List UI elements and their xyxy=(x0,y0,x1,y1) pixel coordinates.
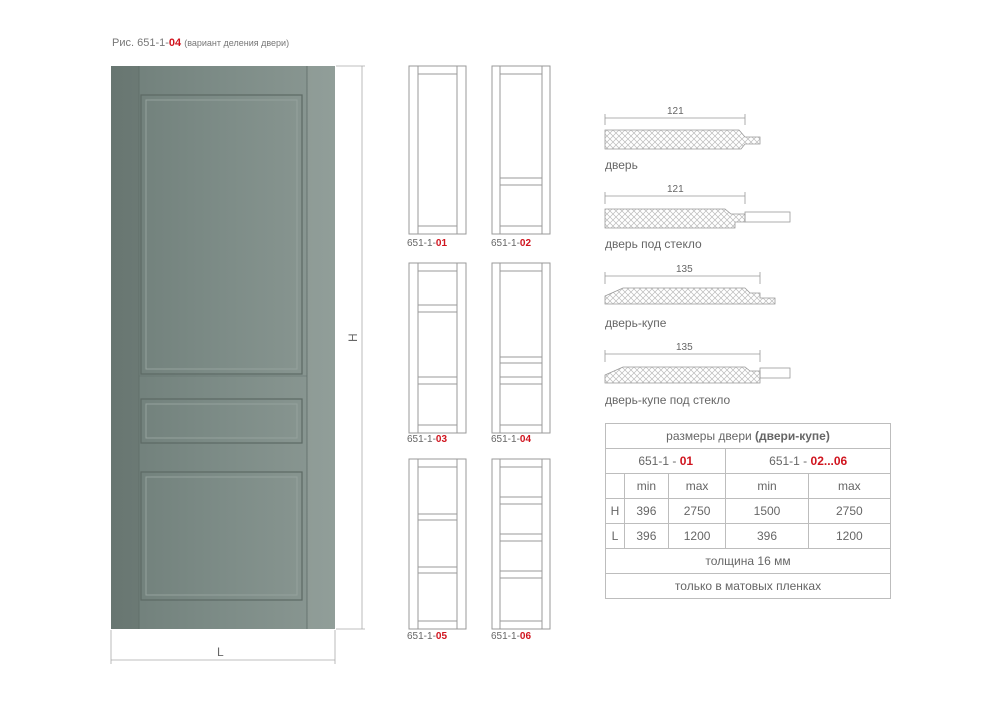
door-panel-top xyxy=(140,94,303,375)
dim-h-label: H xyxy=(346,333,360,342)
height-dimension xyxy=(336,65,365,630)
variant-label-01: 651-1-01 xyxy=(407,238,448,249)
profile-1-dim: 121 xyxy=(667,106,684,117)
table-group-1: 651-1 - 01 xyxy=(604,448,727,474)
table-group-2: 651-1 - 02...06 xyxy=(725,448,891,474)
variant-02-outline xyxy=(491,65,551,235)
table-cell: 396 xyxy=(624,523,669,549)
col-header: min xyxy=(725,473,809,499)
dim-l-label: L xyxy=(217,645,224,659)
profile-3-dim: 135 xyxy=(676,264,693,275)
variant-04-outline xyxy=(491,262,551,434)
table-note-row: только в матовых пленках xyxy=(605,573,891,599)
table-cell: 2750 xyxy=(667,498,727,524)
profile-3-label: дверь-купе xyxy=(605,316,667,330)
profile-2-label: дверь под стекло xyxy=(605,237,702,251)
caption-note: (вариант деления двери) xyxy=(184,38,290,48)
door-panel-middle xyxy=(140,398,303,444)
variant-label-03: 651-1-03 xyxy=(407,434,448,445)
door-variants-drawing xyxy=(408,65,551,630)
profile-door-glass xyxy=(604,192,791,229)
table-thickness-row: толщина 16 мм xyxy=(605,548,891,574)
table-header-row: min max min max xyxy=(605,473,892,499)
table-cell: 2750 xyxy=(807,498,892,524)
profile-sliding-door xyxy=(604,272,776,305)
variant-03-outline xyxy=(408,262,467,434)
table-cell: 1500 xyxy=(725,498,809,524)
table-cell: 396 xyxy=(624,498,669,524)
door-leaf xyxy=(111,66,335,629)
variant-label-02: 651-1-02 xyxy=(491,238,532,249)
profile-4-label: дверь-купе под стекло xyxy=(605,393,731,407)
table-cell: 1200 xyxy=(807,523,892,549)
table-title: размеры двери (двери-купе) xyxy=(605,423,891,449)
table-group-row: 651-1 - 01 651-1 - 02...06 xyxy=(604,448,891,474)
caption-prefix: Рис. 651-1- xyxy=(112,37,169,49)
variant-06-outline xyxy=(491,458,551,630)
table-cell: 396 xyxy=(725,523,809,549)
width-dimension xyxy=(110,630,336,664)
col-header: max xyxy=(807,473,892,499)
profile-4-dim: 135 xyxy=(676,342,693,353)
table-row: H 396 2750 1500 2750 xyxy=(605,498,892,524)
table-cell: 1200 xyxy=(667,523,727,549)
profile-sections-drawing xyxy=(604,114,791,384)
sizes-table: размеры двери (двери-купе) 651-1 - 01 65… xyxy=(604,423,892,599)
variant-label-06: 651-1-06 xyxy=(491,631,532,642)
col-header: max xyxy=(667,473,727,499)
caption-code: 04 xyxy=(168,37,182,49)
main-door-drawing xyxy=(110,65,365,664)
variant-05-outline xyxy=(408,458,467,630)
profile-2-dim: 121 xyxy=(667,184,684,195)
variant-label-05: 651-1-05 xyxy=(407,631,448,642)
variant-label-04: 651-1-04 xyxy=(491,434,532,445)
variant-01-outline xyxy=(408,65,467,235)
table-thickness: толщина 16 мм xyxy=(605,548,891,574)
profile-sliding-door-glass xyxy=(604,350,791,384)
figure-caption: Рис. 651-1-04 (вариант деления двери) xyxy=(112,37,289,49)
table-note: только в матовых пленках xyxy=(605,573,891,599)
profile-1-label: дверь xyxy=(605,158,638,172)
row-label: H xyxy=(605,498,625,524)
row-label: L xyxy=(605,523,625,549)
door-panel-bottom xyxy=(140,471,303,601)
col-header: min xyxy=(624,473,669,499)
profile-door xyxy=(604,114,761,150)
table-row: L 396 1200 396 1200 xyxy=(605,523,892,549)
table-title-row: размеры двери (двери-купе) xyxy=(605,423,891,449)
